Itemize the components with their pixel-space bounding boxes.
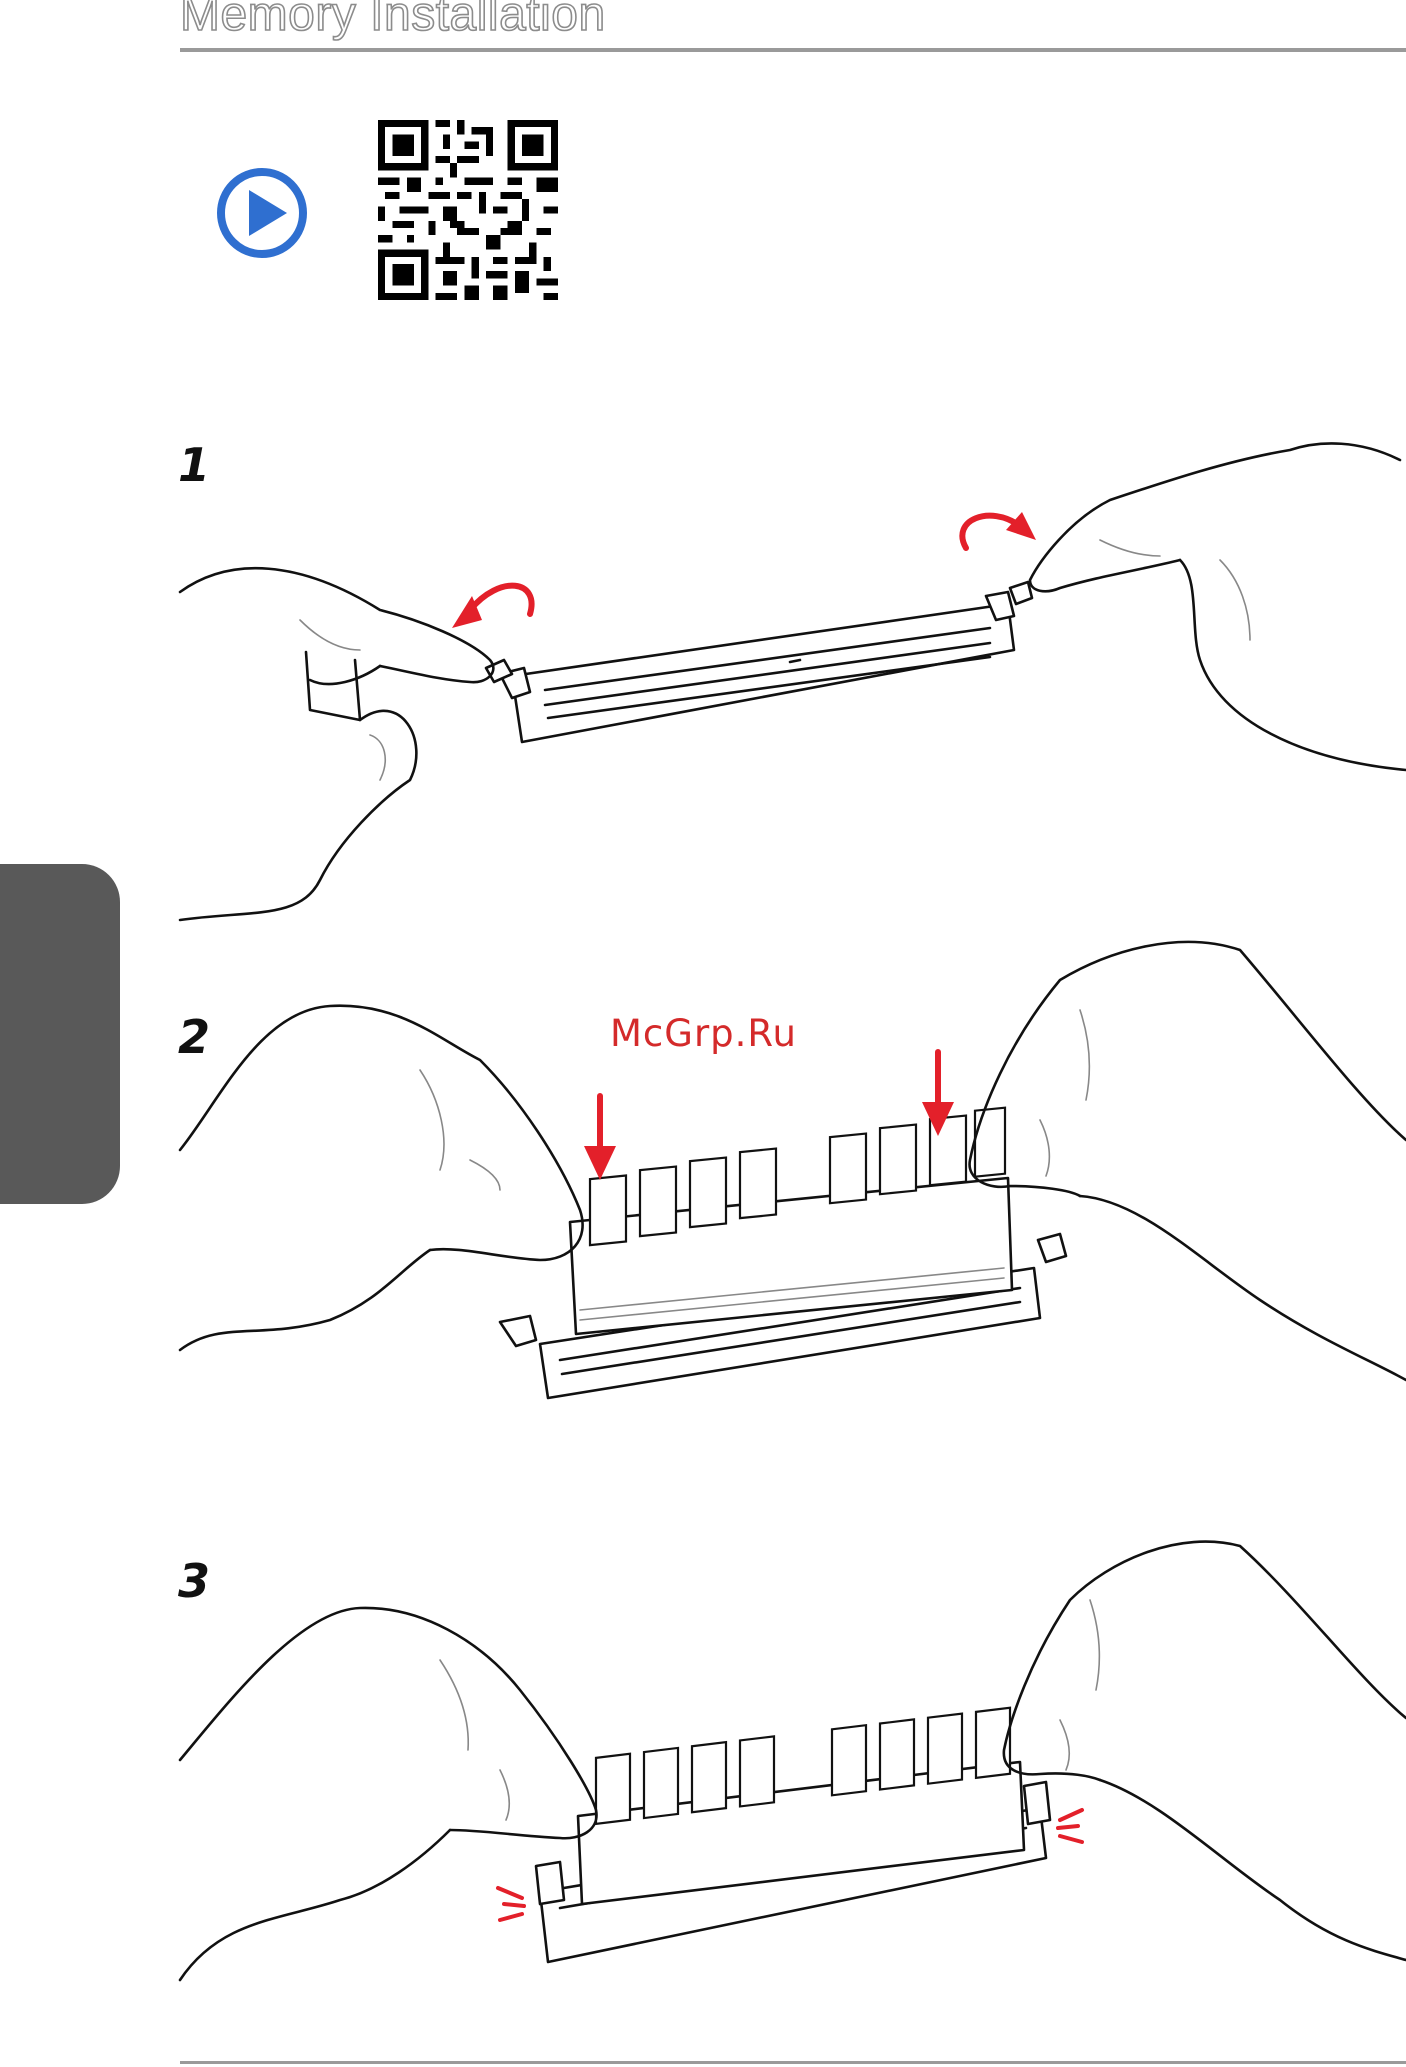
step-3-illustration [180,1542,1406,1980]
footer-rule [180,2061,1406,2064]
step-2-illustration [180,942,1406,1398]
step-1-illustration [180,443,1406,920]
